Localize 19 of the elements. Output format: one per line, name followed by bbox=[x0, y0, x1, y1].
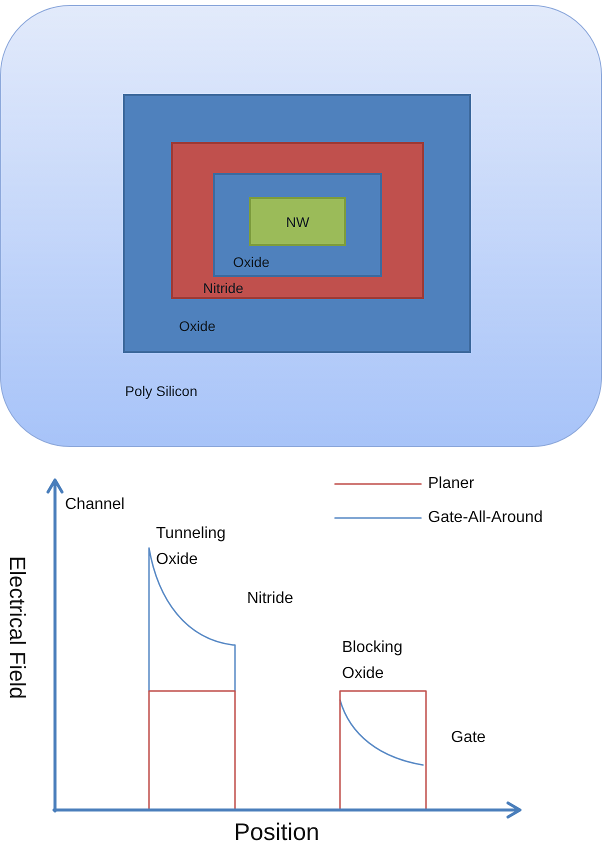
middle-layer bbox=[171, 142, 424, 299]
axis-title: Electrical Field bbox=[4, 556, 30, 700]
legend-label: Planer bbox=[428, 474, 474, 494]
region-label: Tunneling Oxide bbox=[156, 524, 227, 570]
layer-label: Nitride bbox=[203, 280, 244, 296]
axis-title: Position bbox=[234, 818, 320, 848]
rounded-panel bbox=[0, 5, 602, 447]
layer-label: Oxide bbox=[179, 318, 216, 334]
inner-layer bbox=[213, 173, 382, 277]
layer-label: NW bbox=[286, 214, 310, 230]
layer-label: Oxide bbox=[233, 254, 270, 270]
region-label: Nitride bbox=[247, 589, 294, 609]
layer-label: Poly Silicon bbox=[125, 383, 198, 399]
region-label: Channel bbox=[65, 495, 125, 515]
legend-label: Gate-All-Around bbox=[428, 508, 543, 528]
region-label: Gate bbox=[451, 728, 486, 748]
region-label: Blocking Oxide bbox=[342, 638, 404, 684]
core-box bbox=[249, 197, 346, 246]
outer-layer bbox=[123, 94, 471, 353]
